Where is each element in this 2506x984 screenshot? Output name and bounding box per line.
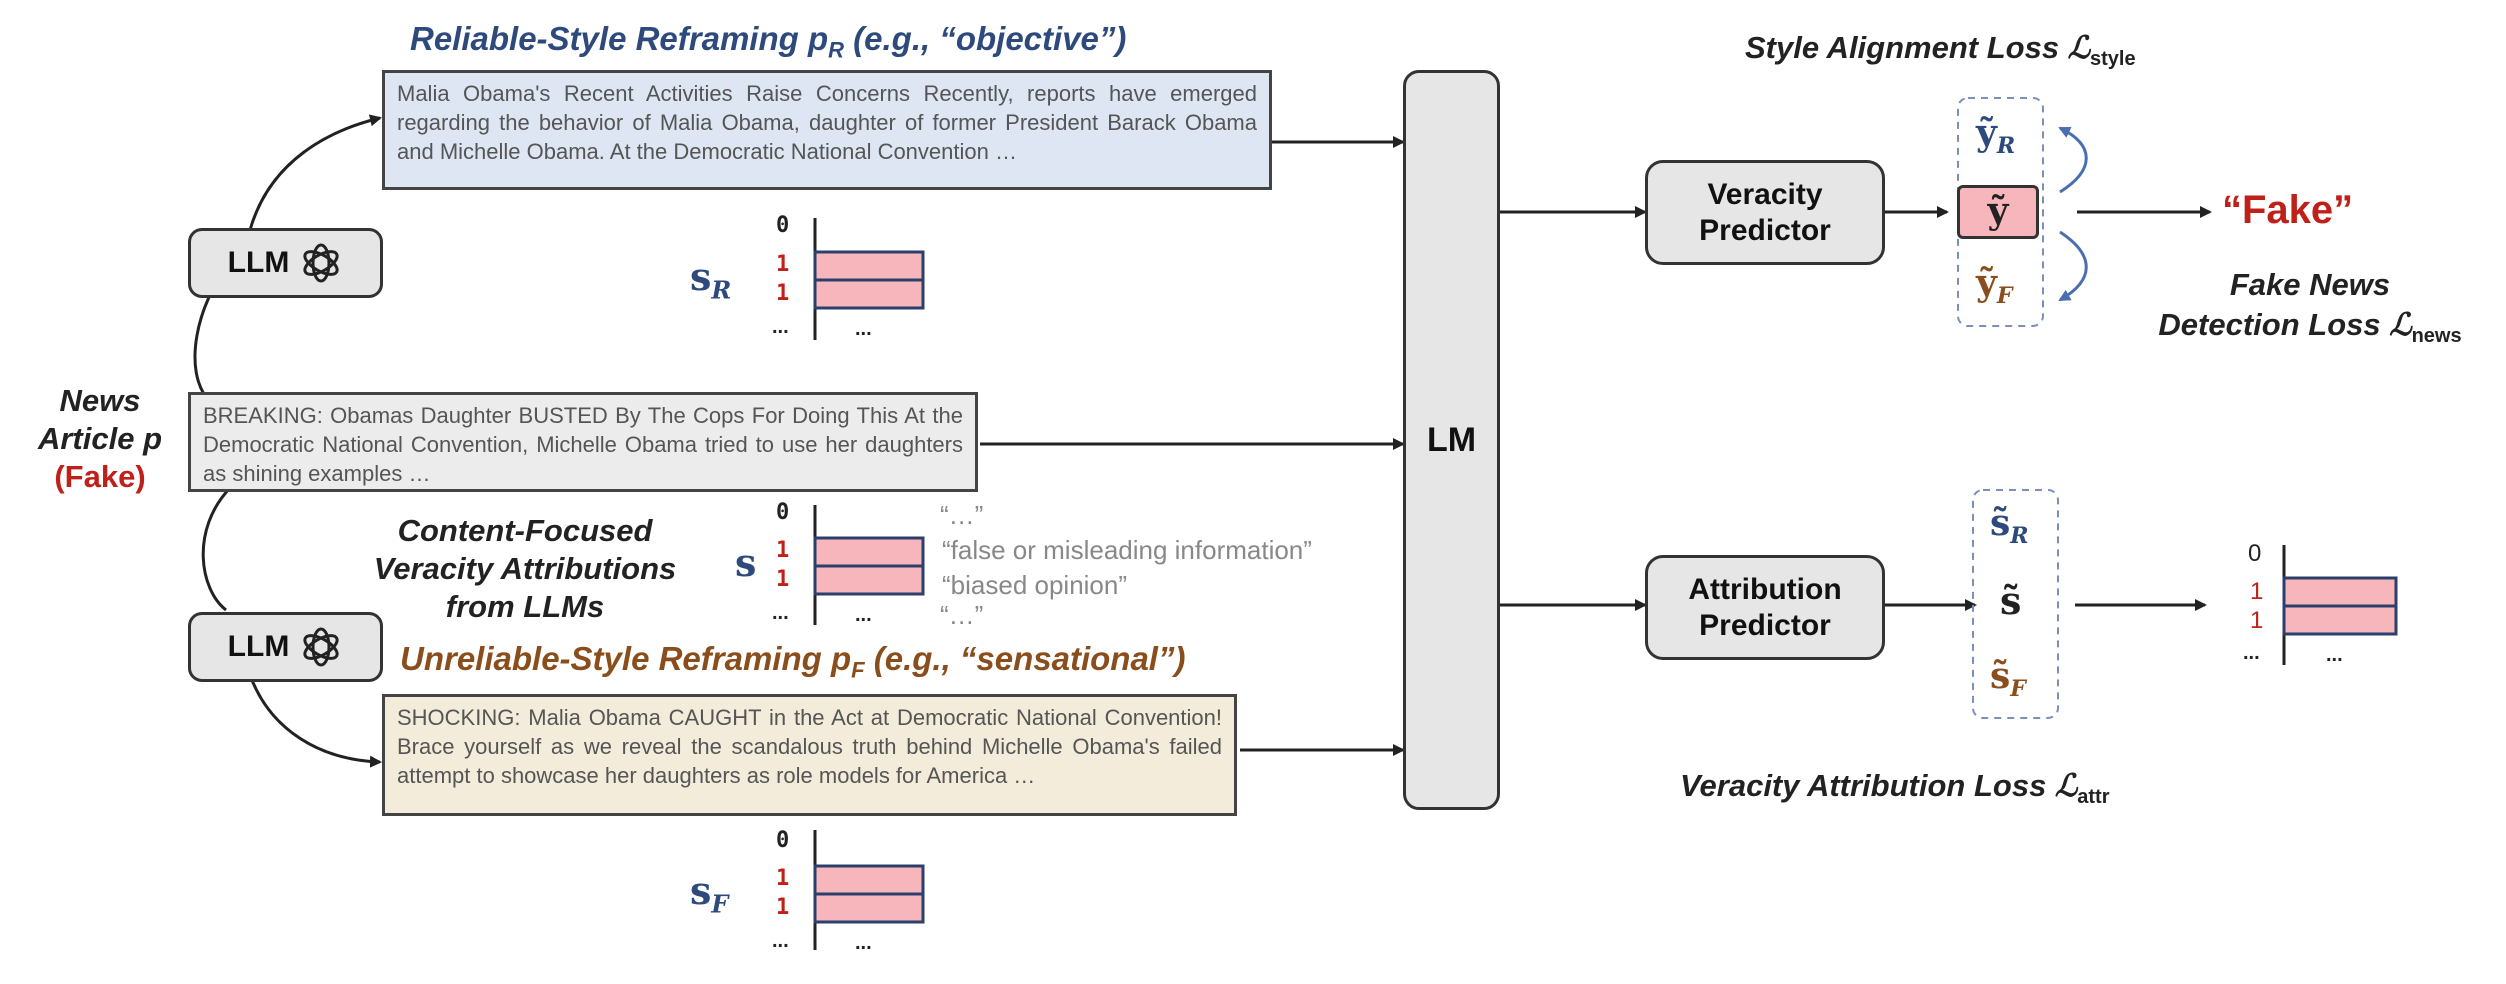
llm-box-top: LLM xyxy=(188,228,383,298)
tick-sF-more: ... xyxy=(772,930,789,952)
symbol-y: ỹ xyxy=(1957,185,2039,239)
bar-output-1 xyxy=(2282,576,2398,608)
bar-sF-1 xyxy=(813,864,925,896)
veracity-predictor: Veracity Predictor xyxy=(1645,160,1885,265)
bar-sF-more: ... xyxy=(855,932,872,954)
bar-sR-1 xyxy=(813,250,925,282)
tick-sR-more: ... xyxy=(772,316,789,338)
tick-sR-1a: 1 xyxy=(776,252,790,277)
bar-chart-sR xyxy=(813,218,925,340)
tick-s-0: 0 xyxy=(776,500,790,525)
bar-s-2 xyxy=(813,564,925,596)
y-output-container xyxy=(1957,97,2044,327)
symbol-stF: s̃F xyxy=(1990,655,2026,703)
veracity-attribution-loss: Veracity Attribution Loss ℒattr xyxy=(1680,768,2110,809)
symbol-stR: s̃R xyxy=(1990,502,2029,550)
tick-sR-1b: 1 xyxy=(776,281,790,306)
bar-chart-sF xyxy=(813,830,925,950)
curve-llm-bottom-to-unreliable xyxy=(248,674,382,768)
attr-biased-opinion: “biased opinion” xyxy=(942,570,1128,600)
news-article-label: News Article p (Fake) xyxy=(30,382,170,496)
symbol-sR: sR xyxy=(690,254,732,305)
bar-s-1 xyxy=(813,536,925,568)
symbol-s: s xyxy=(735,540,757,585)
llm-label-bottom: LLM xyxy=(227,630,290,663)
news-article-line2: Article p xyxy=(37,421,163,456)
symbol-sF: sF xyxy=(690,868,729,919)
attribution-predictor: Attribution Predictor xyxy=(1645,555,1885,660)
curve-llm-top-to-reliable xyxy=(248,114,382,231)
symbol-yR: ỹR xyxy=(1976,112,2016,160)
bar-chart-s xyxy=(813,505,925,625)
attribution-predictor-label: Attribution Predictor xyxy=(1688,572,1842,642)
reliable-text-box: Malia Obama's Recent Activities Raise Co… xyxy=(382,70,1272,190)
lm-block: LM xyxy=(1403,70,1500,810)
news-article-fake: (Fake) xyxy=(54,459,146,494)
bar-sR-2 xyxy=(813,278,925,310)
llm-label-top: LLM xyxy=(227,246,290,279)
tick-out-1b: 1 xyxy=(2250,607,2264,634)
tick-s-more: ... xyxy=(772,602,789,624)
symbol-yF: ỹF xyxy=(1976,262,2013,310)
breaking-text-box: BREAKING: Obamas Daughter BUSTED By The … xyxy=(188,392,978,492)
shocking-text-box: SHOCKING: Malia Obama CAUGHT in the Act … xyxy=(382,694,1237,816)
content-focused-label: Content-Focused Veracity Attributions fr… xyxy=(360,512,690,626)
tick-out-more: ... xyxy=(2243,642,2260,664)
news-loss-line2: Detection Loss ℒnews xyxy=(2158,307,2462,348)
s-output-container xyxy=(1972,489,2059,719)
bar-sF-2 xyxy=(813,892,925,924)
bar-chart-output xyxy=(2282,545,2398,665)
attr-false-misleading: “false or misleading information” xyxy=(942,535,1312,565)
tick-sF-0: 0 xyxy=(776,828,790,853)
llm-box-bottom: LLM xyxy=(188,612,383,682)
content-line2: Veracity Attributions xyxy=(373,551,677,586)
openai-icon xyxy=(303,243,339,283)
bar-out-more: ... xyxy=(2326,644,2343,666)
symbol-st: s̃ xyxy=(2000,578,2022,623)
reliable-reframing-title: Reliable-Style Reframing pR (e.g., “obje… xyxy=(410,20,1127,63)
tick-out-0: 0 xyxy=(2248,540,2262,567)
content-line3: from LLMs xyxy=(445,589,605,624)
tick-out-1a: 1 xyxy=(2250,578,2264,605)
alignment-arrow-top xyxy=(2058,126,2088,194)
attr-ellipsis-bottom: “…” xyxy=(940,600,984,630)
openai-icon xyxy=(303,627,339,667)
tick-sF-1a: 1 xyxy=(776,866,790,891)
fake-output-label: “Fake” xyxy=(2222,188,2354,232)
content-line1: Content-Focused xyxy=(397,513,653,548)
attr-ellipsis-top: “…” xyxy=(940,500,984,530)
news-article-line1: News xyxy=(59,383,141,418)
veracity-predictor-label: Veracity Predictor xyxy=(1699,177,1831,247)
tick-sR-0: 0 xyxy=(776,213,790,238)
tick-s-1b: 1 xyxy=(776,567,790,592)
tick-s-1a: 1 xyxy=(776,538,790,563)
alignment-arrow-bottom xyxy=(2058,230,2088,302)
unreliable-reframing-title: Unreliable-Style Reframing pF (e.g., “se… xyxy=(400,640,1186,683)
fake-news-detection-loss: Fake News Detection Loss ℒnews xyxy=(2120,265,2500,356)
lm-label: LM xyxy=(1426,421,1477,459)
tick-sF-1b: 1 xyxy=(776,895,790,920)
style-alignment-loss: Style Alignment Loss ℒstyle xyxy=(1745,30,2136,71)
curve-news-to-llm-bottom xyxy=(201,486,232,612)
news-loss-line1: Fake News xyxy=(2229,267,2391,302)
bar-s-more: ... xyxy=(855,604,872,626)
bar-sR-more: ... xyxy=(855,318,872,340)
bar-output-2 xyxy=(2282,604,2398,636)
